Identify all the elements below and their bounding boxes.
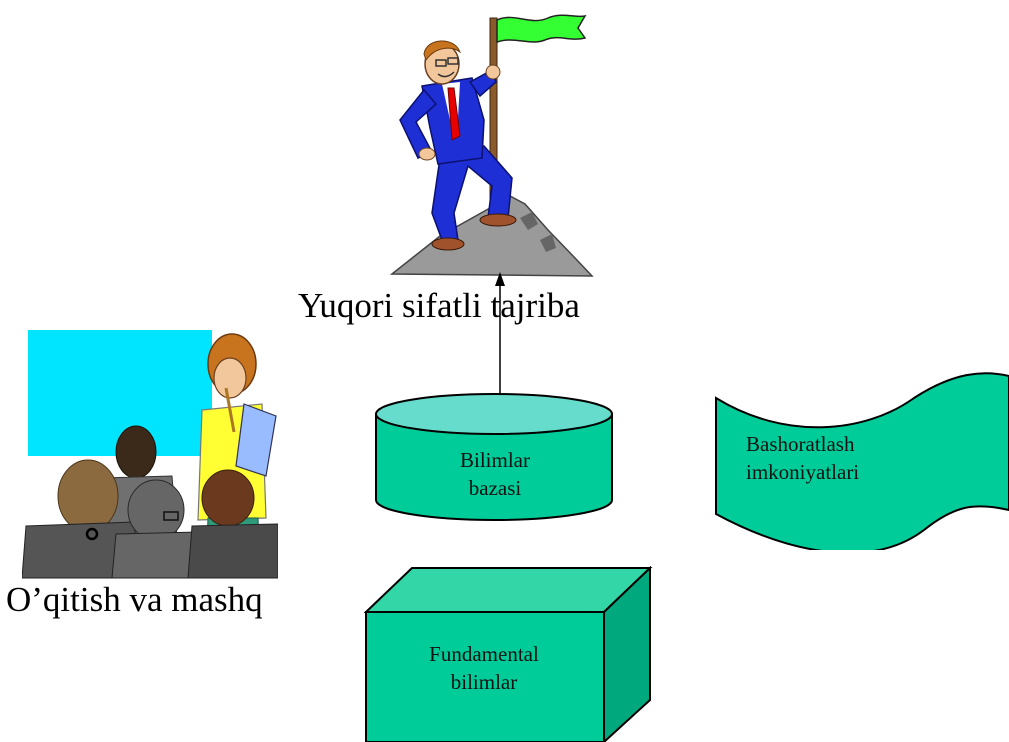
forecasting-line1: Bashoratlash [746, 432, 855, 456]
fundamental-label: Fundamental bilimlar [404, 640, 564, 696]
mountain-climber-icon [389, 14, 594, 277]
presentation-meeting-icon [22, 330, 278, 579]
forecasting-line2: imkoniyatlari [746, 460, 860, 484]
knowledge-base-line1: Bilimlar [460, 448, 530, 472]
forecasting-label: Bashoratlash imkoniyatlari [746, 430, 859, 486]
forecasting-banner [715, 372, 1009, 550]
fundamental-line2: bilimlar [450, 670, 518, 694]
knowledge-base-cylinder [375, 393, 613, 521]
knowledge-base-label: Bilimlar bazasi [440, 446, 550, 502]
flag-icon [496, 14, 587, 44]
fundamental-box [364, 566, 653, 742]
training-caption: O’qitish va mashq [6, 580, 263, 619]
fundamental-line1: Fundamental [429, 642, 539, 666]
top-caption: Yuqori sifatli tajriba [298, 286, 580, 325]
up-arrow [495, 272, 505, 396]
knowledge-base-line2: bazasi [468, 476, 522, 500]
